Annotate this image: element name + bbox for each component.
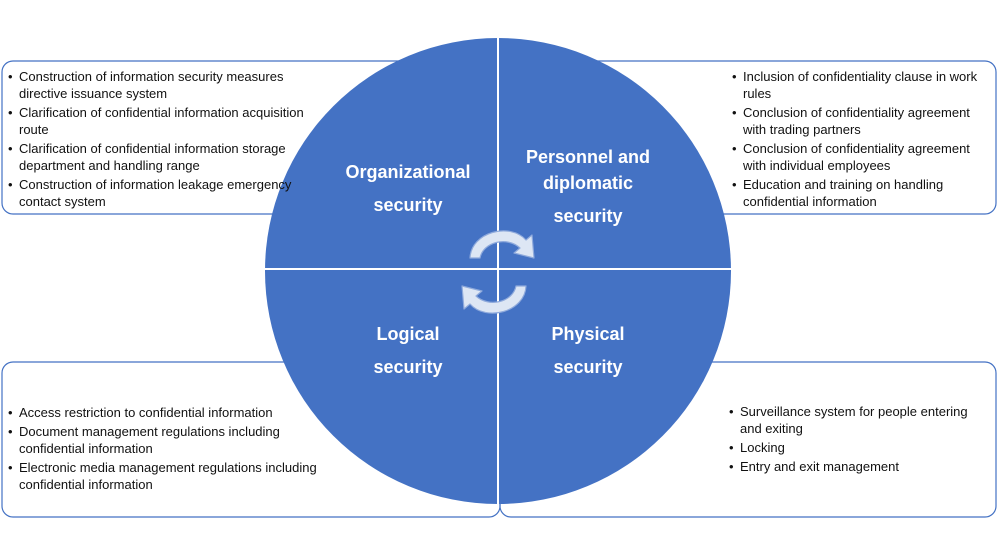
label-physical-line-1: Physical <box>551 324 625 344</box>
list-item: Locking <box>729 439 991 456</box>
label-personnel-line-1: Personnel and <box>525 147 651 167</box>
list-item: Access restriction to confidential infor… <box>8 404 318 421</box>
label-organizational-security: Organizational security <box>318 156 498 222</box>
label-organizational-line-2: security <box>373 195 443 215</box>
label-physical-line-2: security <box>553 357 623 377</box>
list-item: Document management regulations includin… <box>8 423 318 457</box>
list-item: Construction of information security mea… <box>8 68 318 102</box>
list-item: Entry and exit management <box>729 458 991 475</box>
label-logical-line-2: security <box>373 357 443 377</box>
list-item: Clarification of confidential informatio… <box>8 104 318 138</box>
list-item: Surveillance system for people entering … <box>729 403 991 437</box>
list-item: Electronic media management regulations … <box>8 459 318 493</box>
list-item: Education and training on handling confi… <box>732 176 988 210</box>
list-item: Clarification of confidential informatio… <box>8 140 318 174</box>
list-item: Inclusion of confidentiality clause in w… <box>732 68 988 102</box>
physical-measures-list: Surveillance system for people entering … <box>729 403 991 477</box>
label-organizational-line-1: Organizational <box>345 162 471 182</box>
list-item: Conclusion of confidentiality agreement … <box>732 140 988 174</box>
cycle-arrow-bottom <box>461 285 527 314</box>
list-item: Construction of information leakage emer… <box>8 176 318 210</box>
personnel-measures-list: Inclusion of confidentiality clause in w… <box>732 68 988 212</box>
label-personnel-diplomatic-security: Personnel and diplomatic security <box>500 144 676 229</box>
label-personnel-line-2: diplomatic <box>542 173 633 193</box>
label-logical-security: Logical security <box>320 318 496 384</box>
cycle-arrows-icon <box>461 230 535 314</box>
cycle-arrow-top <box>469 230 535 259</box>
list-item: Conclusion of confidentiality agreement … <box>732 104 988 138</box>
label-logical-line-1: Logical <box>376 324 440 344</box>
label-physical-security: Physical security <box>500 318 676 384</box>
logical-measures-list: Access restriction to confidential infor… <box>8 404 318 495</box>
organizational-measures-list: Construction of information security mea… <box>8 68 318 212</box>
label-personnel-line-3: security <box>553 206 623 226</box>
